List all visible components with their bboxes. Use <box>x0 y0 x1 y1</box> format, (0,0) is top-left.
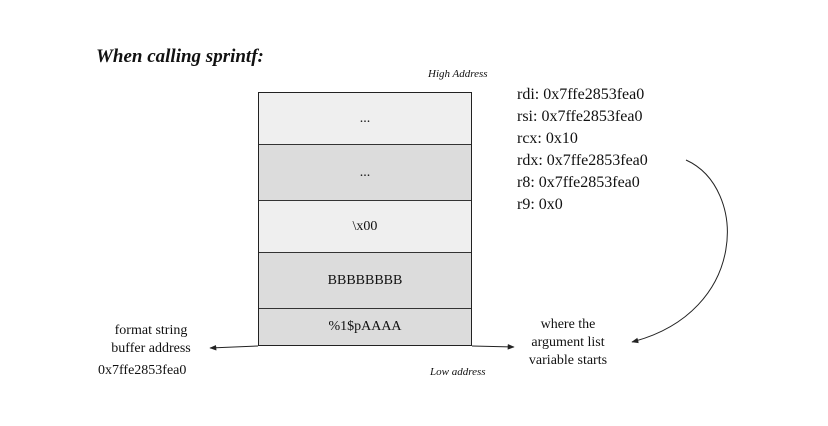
register-rsi: rsi: 0x7ffe2853fea0 <box>517 108 643 125</box>
stack-cell-bbbbbbbb: BBBBBBBB <box>259 253 471 309</box>
format-string-note-line: format string <box>114 323 188 338</box>
register-list: rdi: 0x7ffe2853fea0 rsi: 0x7ffe2853fea0 … <box>517 84 648 216</box>
format-string-address: 0x7ffe2853fea0 <box>98 363 187 378</box>
argument-list-note-line: argument list <box>531 335 605 350</box>
high-address-label: High Address <box>428 68 488 80</box>
low-address-label: Low address <box>430 366 486 378</box>
register-r9: r9: 0x0 <box>517 196 563 213</box>
register-rdi: rdi: 0x7ffe2853fea0 <box>517 86 645 103</box>
format-string-note: format string buffer address <box>96 322 206 358</box>
stack-cell-text: \x00 <box>352 218 378 234</box>
stack-cell-text: ... <box>359 164 371 180</box>
stack-cell-null-byte: \x00 <box>259 201 471 253</box>
left-pointer-arrow <box>209 344 259 351</box>
stack-cell-text: %1$pAAAA <box>328 319 402 334</box>
stack-cell-ellipsis-second: ... <box>259 145 471 201</box>
format-string-note-line: buffer address <box>111 341 191 356</box>
register-rdx: rdx: 0x7ffe2853fea0 <box>517 152 648 169</box>
argument-list-note: where the argument list variable starts <box>518 316 618 370</box>
stack-cell-text: BBBBBBBB <box>327 272 403 288</box>
argument-list-note-line: variable starts <box>528 353 608 368</box>
stack-cell-text: ... <box>359 110 371 126</box>
right-pointer-arrow <box>471 344 515 350</box>
stack-cell-format-string: %1$pAAAA <box>259 309 471 345</box>
register-r8: r8: 0x7ffe2853fea0 <box>517 174 640 191</box>
argument-list-note-line: where the <box>540 317 596 332</box>
stack-cell-ellipsis-top: ... <box>259 93 471 145</box>
rdx-curved-arrow <box>631 159 728 344</box>
diagram-title: When calling sprintf: <box>96 46 264 67</box>
register-rcx: rcx: 0x10 <box>517 130 578 147</box>
stack-diagram: ... ... \x00 BBBBBBBB %1$pAAAA <box>258 92 472 346</box>
